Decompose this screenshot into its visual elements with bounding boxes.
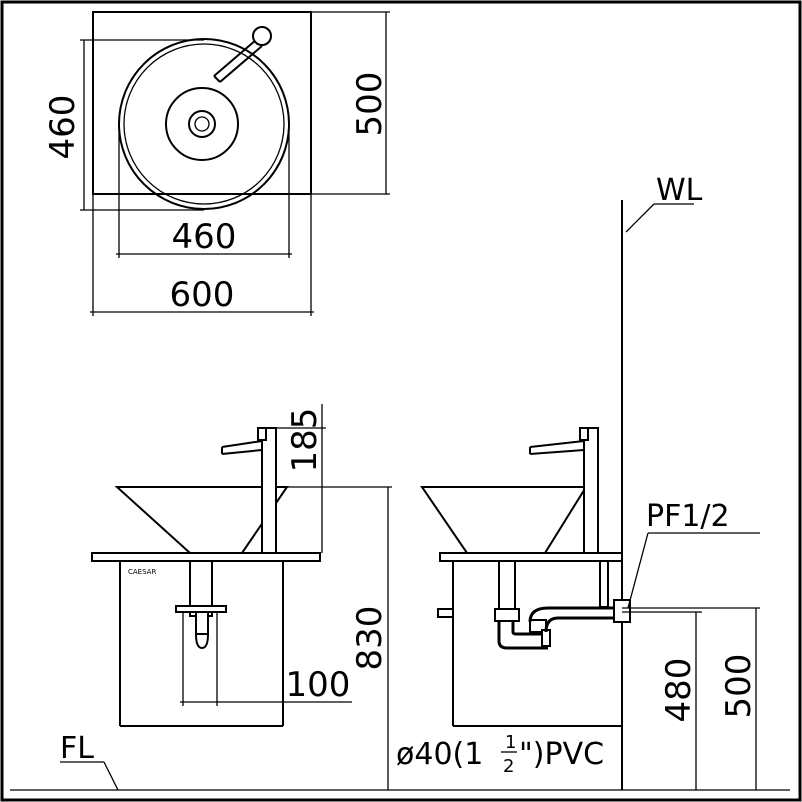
side-trap-icon	[494, 560, 631, 650]
side-faucet-icon	[529, 427, 599, 554]
drain-label-suffix: ")PVC	[519, 737, 604, 772]
faucet-top-icon	[213, 26, 272, 83]
front-trap-icon	[175, 560, 227, 650]
drain-outer	[165, 87, 239, 161]
front-faucet-icon	[221, 427, 277, 554]
drain-label-frac-num: 1	[505, 732, 516, 753]
side-view: WL	[396, 173, 760, 790]
front-basin	[114, 486, 289, 554]
dim-counter-width: 600	[170, 275, 235, 315]
dim-counter-depth: 500	[350, 72, 390, 137]
supply-label: PF1/2	[646, 499, 730, 534]
water-line-label: WL	[656, 173, 703, 208]
top-view: 460 500 460 600	[43, 11, 390, 316]
dim-drain-height: 480	[659, 658, 699, 723]
front-countertop	[91, 552, 321, 562]
drain-label-frac-den: 2	[503, 756, 514, 777]
floor-label: FL	[60, 731, 94, 766]
drain-label-prefix: ø40(1	[396, 737, 483, 772]
dim-basin-depth: 460	[43, 95, 83, 160]
side-countertop	[439, 552, 623, 562]
dim-trap-width: 100	[286, 665, 351, 705]
side-basin	[420, 486, 588, 554]
dim-total-height: 830	[350, 606, 390, 671]
dim-basin-width: 460	[172, 217, 237, 257]
front-view: CAESAR 185 830 100	[91, 404, 392, 790]
floor-line: FL	[10, 731, 790, 791]
basin-rim	[118, 38, 290, 210]
brand-label: CAESAR	[128, 568, 156, 576]
drain-mid	[188, 110, 216, 138]
dim-faucet-height: 185	[285, 408, 325, 473]
basin-rim-inner	[123, 43, 285, 205]
drain-pvc-label: ø40(1 1 2 ")PVC	[396, 732, 604, 777]
dim-supply-height: 500	[719, 654, 759, 719]
drain-inner	[194, 116, 210, 132]
countertop-outline	[92, 11, 312, 195]
